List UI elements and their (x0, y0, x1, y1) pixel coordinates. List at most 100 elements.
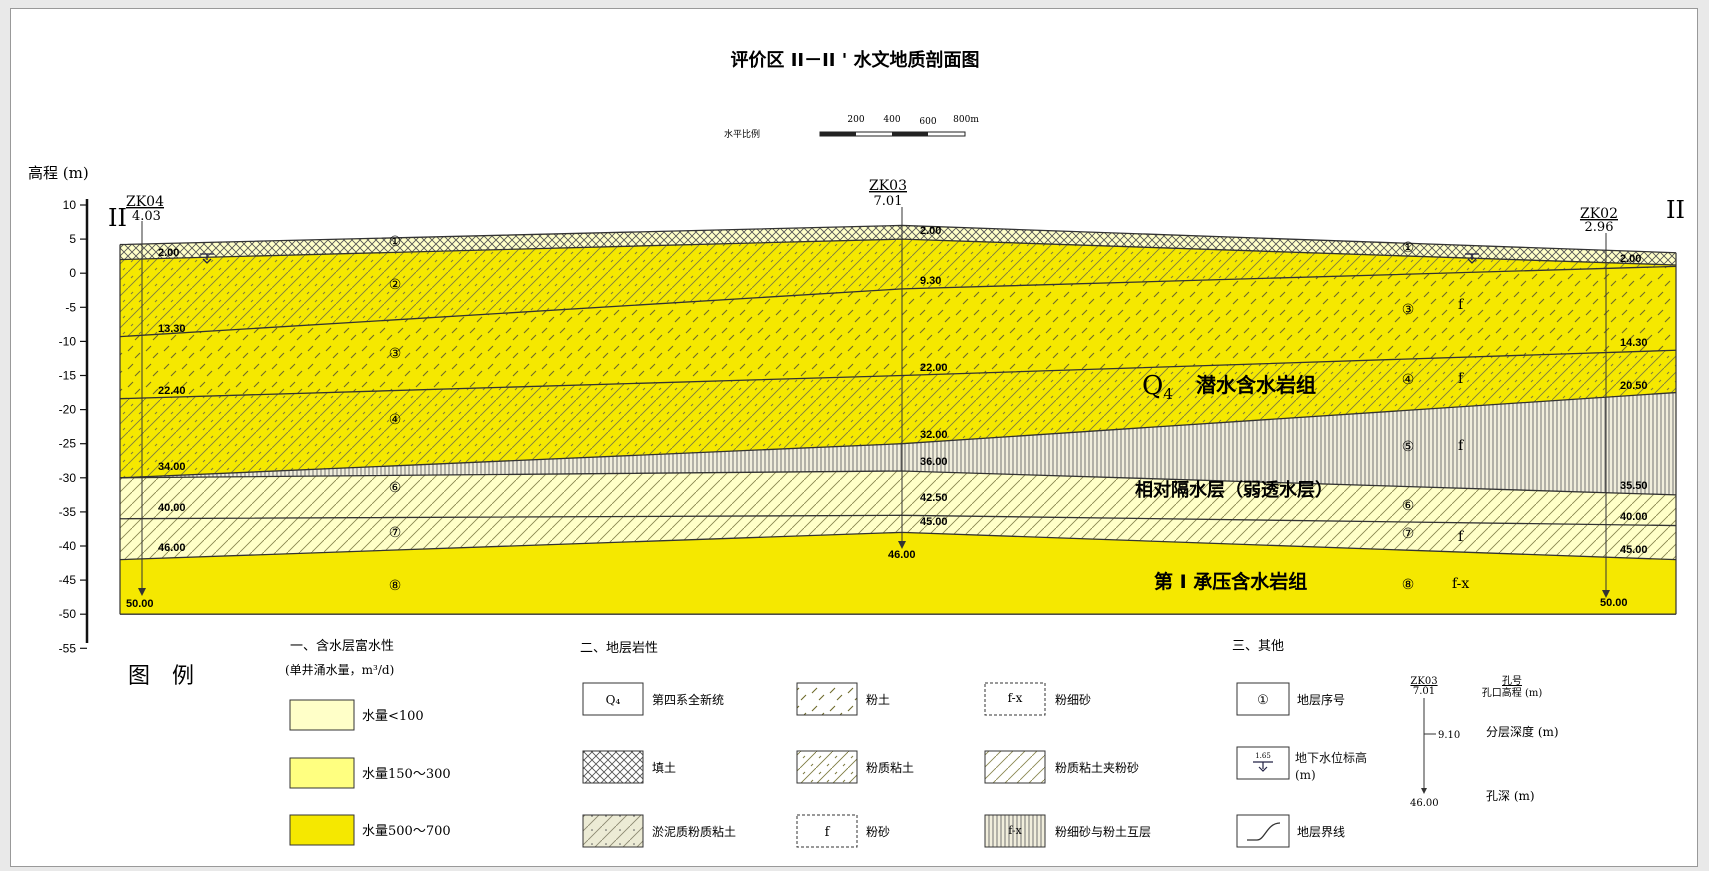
depth-label: 50.00 (126, 598, 154, 610)
svg-text:①: ① (1257, 693, 1269, 708)
legend-swatch-light (289, 699, 355, 731)
legend-muck-swatch (582, 814, 644, 848)
layer-numbers-right: ① ③ ④ ⑤ ⑥ ⑦ ⑧ (1402, 240, 1415, 593)
borehole-elevation: 2.96 (1585, 220, 1614, 235)
legend-label: 水量150～300 (362, 767, 451, 782)
legend-silty-clay-swatch (796, 750, 858, 784)
svg-text:46.00: 46.00 (1410, 798, 1439, 809)
legend-label: 水量<100 (362, 709, 424, 724)
svg-text:f-x: f-x (1008, 824, 1022, 837)
svg-text:ZK03: ZK03 (1410, 676, 1437, 687)
borehole-id: ZK03 (869, 178, 907, 194)
depth-label: 22.40 (158, 385, 186, 397)
depth-label: 45.00 (1620, 544, 1648, 556)
legend-q4-symbol (582, 682, 644, 716)
legend-fill-swatch (582, 750, 644, 784)
legend-swatch-strong (289, 814, 355, 846)
scale-label: 水平比例 (724, 128, 760, 140)
depth-label: 14.30 (1620, 337, 1648, 349)
depth-label: 40.00 (158, 502, 186, 514)
svg-text:7.01: 7.01 (1413, 686, 1435, 697)
zk02-depths: 2.00 14.30 20.50 35.50 40.00 45.00 50.00 (1600, 253, 1648, 609)
layer-number: ② (389, 277, 402, 293)
svg-text:孔口高程 (m): 孔口高程 (m) (1482, 686, 1543, 699)
y-tick-label: -15 (59, 369, 77, 383)
depth-label: 45.00 (920, 516, 948, 528)
legend-label: 粉细砂与粉土互层 (1055, 825, 1151, 839)
svg-text:孔深 (m): 孔深 (m) (1486, 789, 1535, 803)
svg-text:f: f (825, 825, 831, 840)
scale-bar: 水平比例 200 400 600 800m (724, 115, 979, 140)
y-tick-label: -30 (59, 471, 77, 485)
borehole-zk04: ZK04 4.03 (126, 194, 164, 596)
layer-number: ⑥ (389, 480, 402, 496)
legend-silt-sand-swatch (796, 814, 858, 848)
depth-label: 9.30 (920, 275, 941, 287)
aquitard-label: 相对隔水层（弱透水层） (1135, 479, 1333, 501)
y-tick-label: -55 (59, 641, 77, 655)
water-table-symbols (200, 253, 1479, 264)
layer-8-fill (120, 532, 1676, 615)
legend: 图 例 一、含水层富水性 (单井涌水量，m³/d) 水量<100 水量150～3… (128, 638, 1559, 848)
layer-6-pattern (120, 470, 1676, 526)
borehole-zk02: ZK02 2.96 (1580, 206, 1618, 598)
layer-number: ③ (389, 346, 402, 362)
layer-number: ⑧ (1402, 577, 1415, 593)
layer-number: ⑥ (1402, 498, 1415, 514)
legend-label: 粉质粘土 (866, 760, 914, 775)
depth-label: 40.00 (1620, 511, 1648, 523)
svg-text:1.65: 1.65 (1255, 752, 1271, 760)
legend-clay-sand-swatch (984, 750, 1046, 784)
layer-code: f-x (1452, 576, 1469, 592)
y-tick-label: -20 (59, 403, 77, 417)
depth-label: 32.00 (920, 429, 948, 441)
legend-layer-no-swatch (1236, 682, 1290, 716)
legend-label: 粉砂 (866, 825, 890, 839)
layer-code: f (1458, 438, 1465, 454)
legend-label: 水量500～700 (362, 824, 451, 839)
y-tick-label: -50 (59, 607, 77, 621)
legend-label: 填土 (652, 761, 676, 775)
legend-swatch-medium (289, 757, 355, 789)
legend-label: 粉质粘土夹粉砂 (1055, 760, 1139, 775)
y-tick-label: -35 (59, 505, 77, 519)
legend-sec2-heading: 二、地层岩性 (580, 641, 658, 656)
y-tick-label: -5 (65, 300, 76, 314)
layer-number: ⑦ (1402, 526, 1415, 542)
layer-codes: f f f f f-x (1452, 297, 1469, 592)
legend-label: 粉土 (866, 693, 890, 707)
legend-label: 地层界线 (1297, 825, 1345, 839)
depth-label: 34.00 (158, 461, 186, 473)
layer-number: ① (389, 234, 402, 250)
layer-number: ① (1402, 240, 1415, 256)
borehole-elevation: 7.01 (874, 194, 903, 209)
legend-sec3-heading: 三、其他 (1232, 639, 1284, 654)
depth-label: 42.50 (920, 492, 948, 504)
svg-text:分层深度 (m): 分层深度 (m) (1486, 724, 1559, 739)
legend-fx-swatch (984, 682, 1046, 716)
section-mark-right: II (1666, 196, 1685, 224)
depth-label: 22.00 (920, 362, 948, 374)
y-tick-label: -10 (59, 334, 77, 348)
y-tick-label: 5 (69, 232, 76, 246)
svg-text:9.10: 9.10 (1438, 730, 1460, 741)
figure-title: 评价区 II－II ' 水文地质剖面图 (730, 49, 979, 71)
q4-aquifer-label: 潜水含水岩组 (1196, 373, 1316, 397)
y-tick-label: -45 (59, 573, 77, 587)
scale-tick-400: 400 (883, 115, 900, 125)
layer-5-pattern (120, 392, 1676, 495)
layer-code: f (1458, 371, 1465, 387)
depth-label: 13.30 (158, 323, 186, 335)
q4-symbol: Q4 (1142, 371, 1173, 403)
y-tick-label: 10 (63, 198, 77, 212)
y-axis-label: 高程 (m) (28, 164, 89, 182)
depth-label: 2.00 (1620, 253, 1641, 265)
layer-7-pattern (120, 515, 1676, 560)
legend-label: 第四系全新统 (652, 692, 724, 707)
scale-tick-200: 200 (847, 115, 864, 125)
depth-label: 2.00 (158, 247, 179, 259)
svg-text:Q₄: Q₄ (606, 693, 621, 707)
layer-numbers-left: ① ② ③ ④ ⑥ ⑦ ⑧ (389, 234, 402, 594)
